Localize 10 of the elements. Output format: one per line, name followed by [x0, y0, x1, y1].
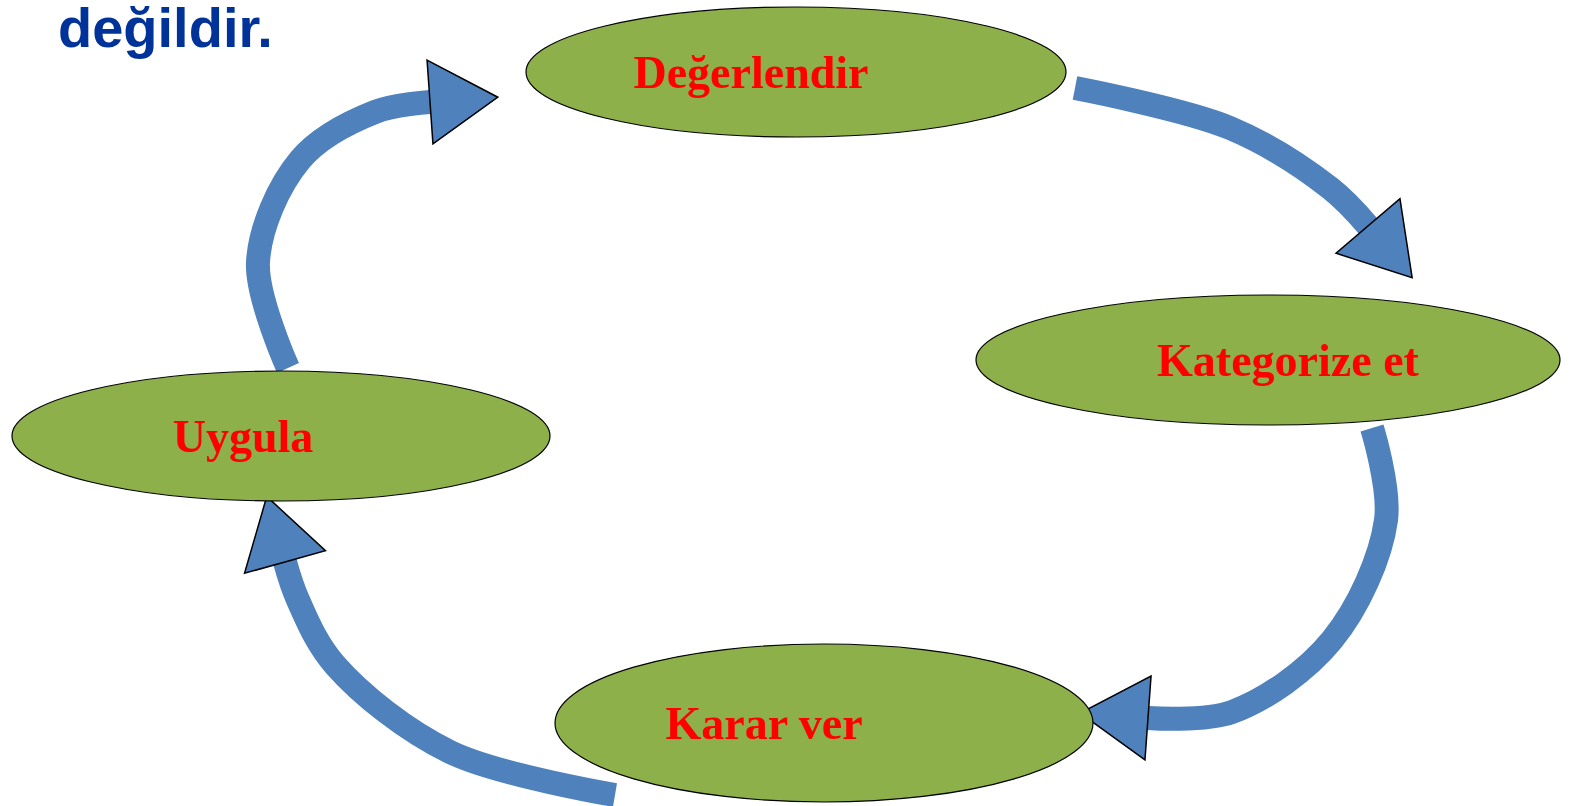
node-label: Uygula	[172, 409, 314, 463]
ellipse-node	[554, 643, 1094, 803]
ellipse-node	[11, 370, 551, 502]
curved-arrow	[246, 59, 499, 373]
node-label: Değerlendir	[633, 45, 869, 99]
curved-arrow	[1072, 76, 1414, 279]
ellipse-node	[975, 294, 1561, 426]
node-label: Karar ver	[665, 696, 863, 750]
node-label: Kategorize et	[1157, 333, 1419, 387]
ellipse-node	[525, 6, 1067, 138]
